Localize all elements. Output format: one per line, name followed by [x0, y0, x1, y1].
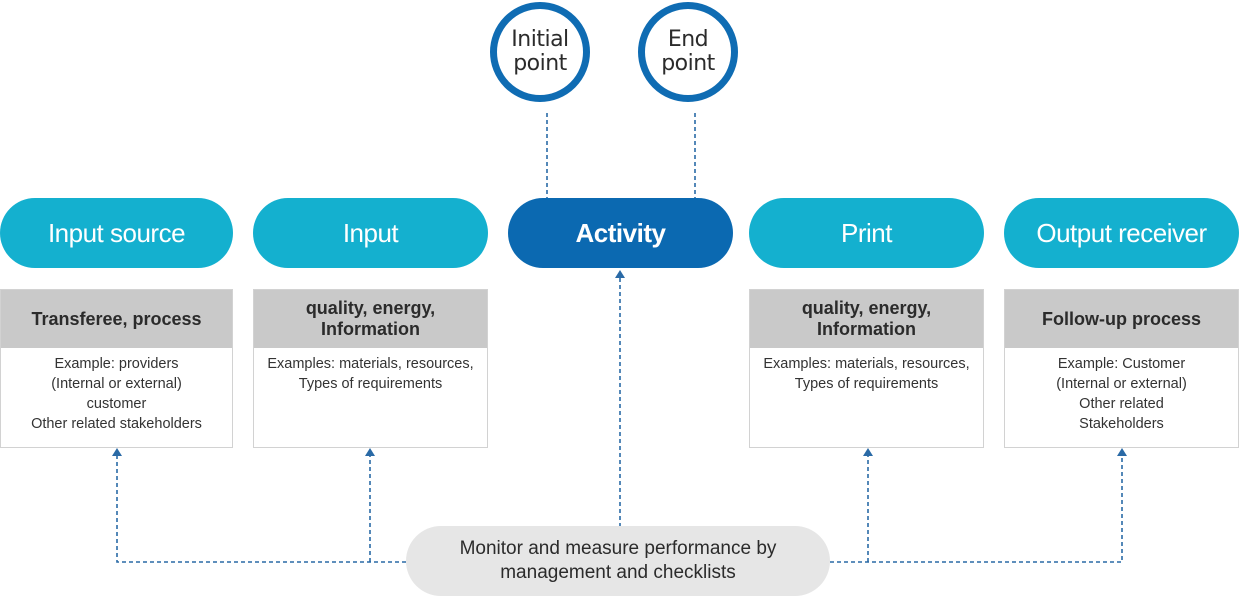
end-point-label: End point — [661, 27, 715, 76]
initial-point-circle: Initial point — [490, 2, 590, 102]
stage-input-label: Input — [342, 217, 399, 248]
stage-input: Input — [253, 198, 488, 268]
stage-print: Print — [749, 198, 984, 268]
card-output-receiver: Follow-up process Example: Customer (Int… — [1004, 289, 1239, 448]
monitor-measure-label: Monitor and measure performance by manag… — [459, 538, 777, 583]
monitor-to-output-receiver-connector — [830, 456, 1123, 563]
arrow-up-icon — [112, 448, 122, 456]
card-print: quality, energy, Information Examples: m… — [749, 289, 984, 448]
end-point-circle: End point — [638, 2, 738, 102]
stage-input-source: Input source — [0, 198, 233, 268]
stage-output-receiver-label: Output receiver — [1036, 217, 1207, 248]
card-print-body: Examples: materials, resources, Types of… — [763, 356, 970, 392]
arrow-up-icon — [365, 448, 375, 456]
card-input-title: quality, energy, Information — [254, 290, 487, 348]
arrow-up-icon — [863, 448, 873, 456]
stage-output-receiver: Output receiver — [1004, 198, 1239, 268]
stage-activity-label: Activity — [575, 217, 666, 248]
stage-input-source-label: Input source — [47, 217, 186, 248]
card-input-source-title: Transferee, process — [1, 290, 232, 348]
arrow-up-icon — [615, 270, 625, 278]
card-input: quality, energy, Information Examples: m… — [253, 289, 488, 448]
stage-print-label: Print — [841, 217, 892, 248]
stage-activity: Activity — [508, 198, 733, 268]
monitor-to-input-source-connector — [116, 456, 406, 563]
card-print-title: quality, energy, Information — [750, 290, 983, 348]
card-input-body: Examples: materials, resources, Types of… — [267, 356, 474, 392]
monitor-measure-pill: Monitor and measure performance by manag… — [406, 526, 830, 596]
initial-point-label: Initial point — [511, 27, 569, 76]
card-input-source: Transferee, process Example: providers (… — [0, 289, 233, 448]
card-output-receiver-body: Example: Customer (Internal or external)… — [1056, 356, 1187, 432]
card-output-receiver-title: Follow-up process — [1005, 290, 1238, 348]
arrow-up-icon — [1117, 448, 1127, 456]
card-input-source-body: Example: providers (Internal or external… — [31, 356, 202, 432]
